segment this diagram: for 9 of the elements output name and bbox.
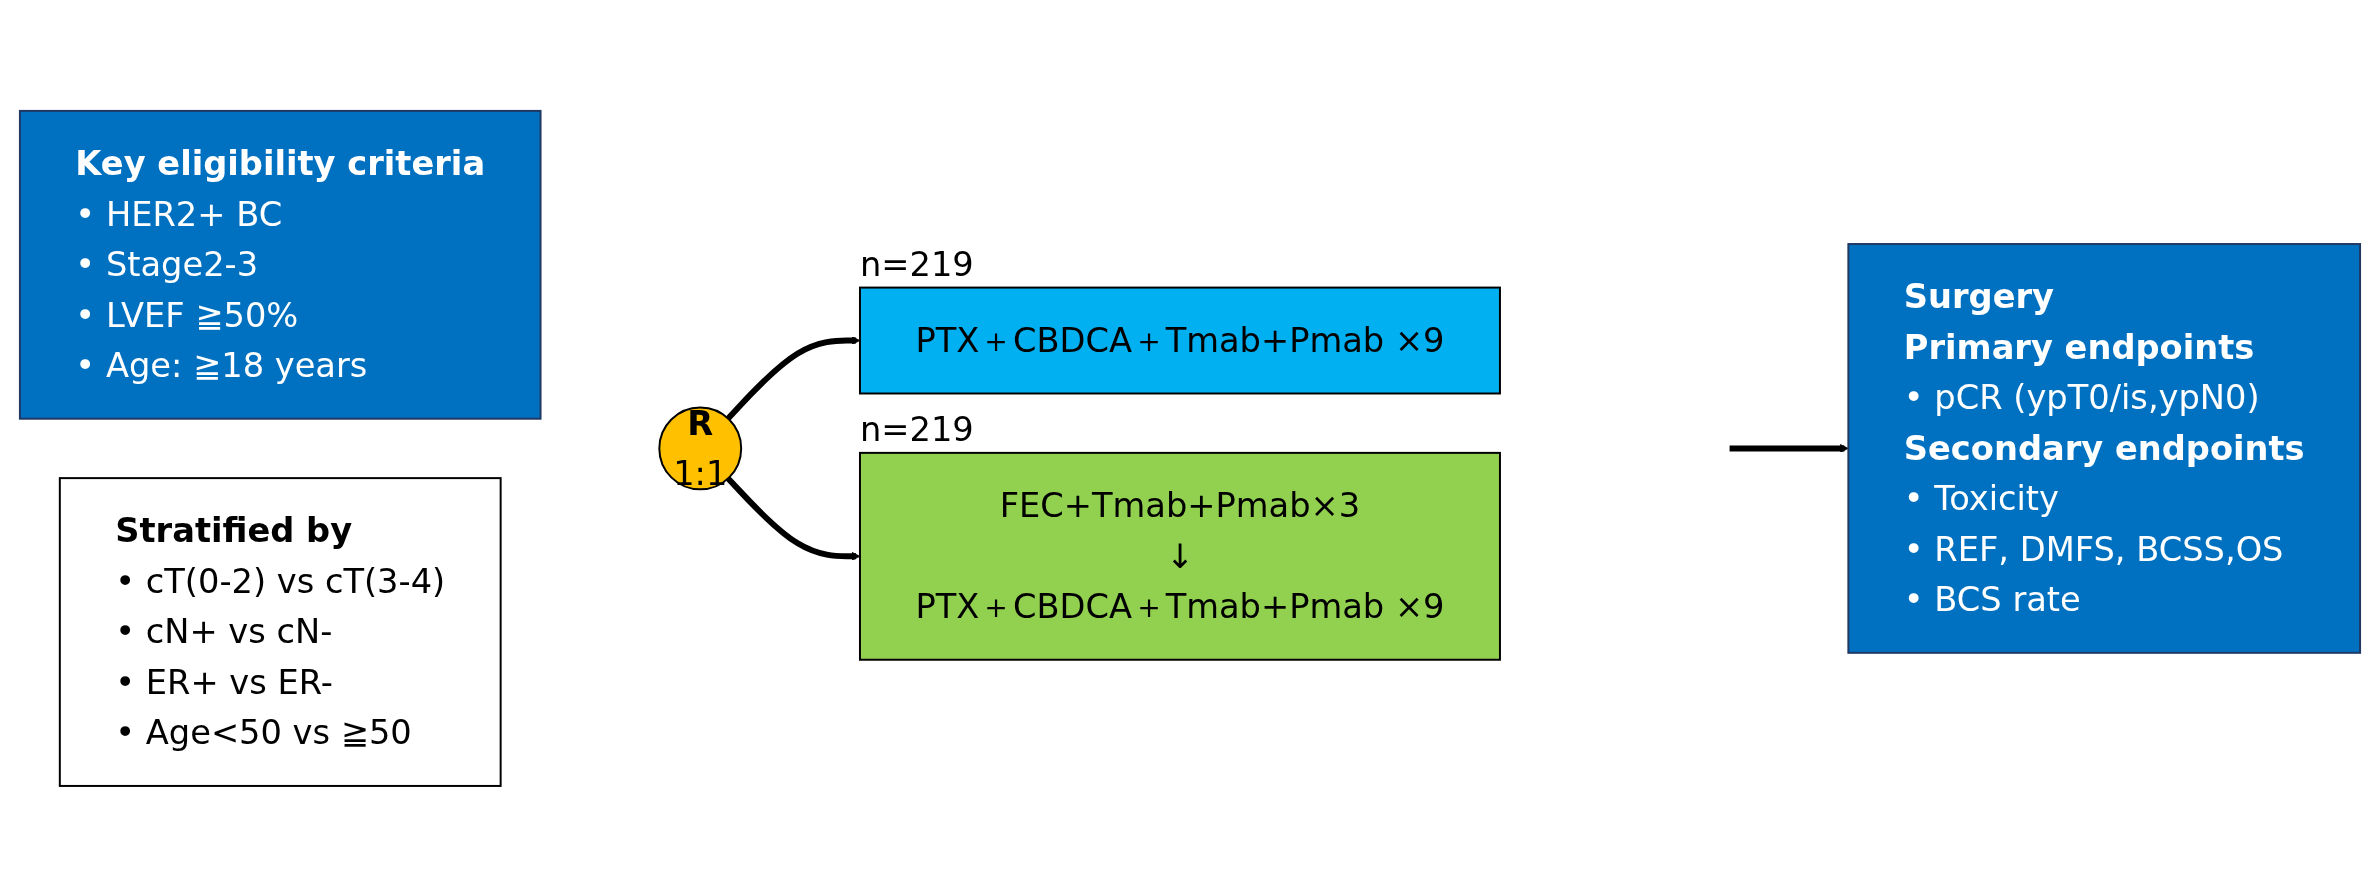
node-box: PTX＋CBDCA＋Tmab+Pmab ×9 (859, 286, 1501, 395)
sample-size-label: n=219 (859, 409, 974, 449)
node-box: Key eligibility criteria • HER2+ BC • Stage2-3 • LVEF ≧50% • Age: ≧18 years (18, 109, 542, 420)
node-box: FEC+Tmab+Pmab×3 ↓ PTX＋CBDCA＋Tmab+Pmab ×9 (859, 451, 1501, 661)
arrow (1729, 443, 1849, 453)
node-circle: R 1:1 (658, 406, 743, 490)
node-box: Surgery Primary endpoints • pCR (ypT0/is,ypN0) Secondary endpoints • Toxicity • REF, DMFS, BCSS,OS • BCS rate (1847, 242, 2362, 654)
node-box: Stratified by • cT(0-2) vs cT(3-4) • cN+ vs cN- • ER+ vs ER- • Age<50 vs ≧50 (58, 476, 502, 787)
sample-size-label: n=219 (859, 244, 974, 284)
